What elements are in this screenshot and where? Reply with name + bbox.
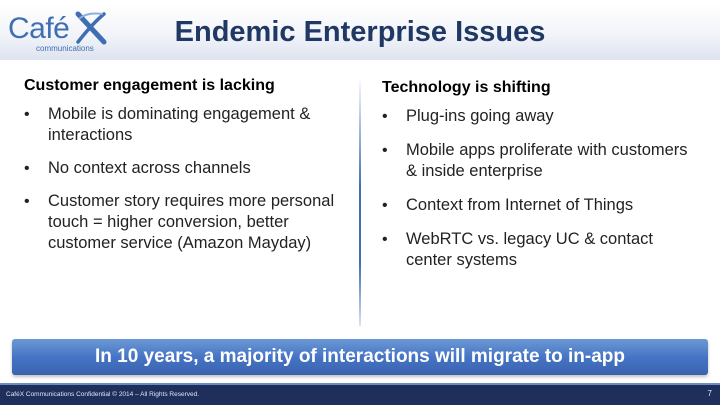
right-column: Technology is shifting • Plug-ins going a… (382, 76, 700, 284)
footer-rule (0, 383, 720, 385)
bullet-text: Mobile is dominating engagement & intera… (48, 105, 311, 144)
logo-wordmark: Café (8, 12, 70, 45)
left-heading: Customer engagement is lacking (24, 77, 275, 94)
bullet-dot-icon: • (382, 197, 388, 214)
bullet-dot-icon: • (382, 231, 388, 248)
logo-subtitle: communications (36, 44, 94, 53)
bullet-text: Customer story requires more personal to… (48, 192, 335, 252)
bullet-dot-icon: • (24, 193, 30, 210)
callout-banner: In 10 years, a majority of interactions … (12, 339, 708, 375)
bullet-dot-icon: • (24, 160, 30, 177)
list-item: • No context across channels (24, 158, 350, 179)
left-bullet-list: • Mobile is dominating engagement & inter… (24, 104, 350, 254)
footer-bar (0, 385, 720, 405)
list-item: • Mobile apps proliferate with customers … (382, 140, 700, 182)
list-item: • WebRTC vs. legacy UC & contact center s… (382, 229, 700, 271)
left-column: Customer engagement is lacking • Mobile i… (24, 76, 350, 266)
bullet-text: WebRTC vs. legacy UC & contact center sy… (406, 230, 653, 269)
bullet-text: No context across channels (48, 159, 251, 177)
header: Café communications Endemic Enterprise I… (0, 0, 720, 68)
cafex-logo: Café communications (6, 11, 116, 58)
bullet-text: Mobile apps proliferate with customers &… (406, 141, 688, 180)
column-divider (359, 76, 361, 326)
list-item: • Context from Internet of Things (382, 195, 700, 216)
banner-text: In 10 years, a majority of interactions … (94, 346, 626, 367)
bullet-dot-icon: • (382, 142, 388, 159)
bullet-text: Plug-ins going away (406, 107, 554, 125)
page-number: 7 (707, 389, 712, 398)
bullet-text: Context from Internet of Things (406, 196, 634, 214)
right-bullet-list: • Plug-ins going away • Mobile apps prolif… (382, 106, 700, 271)
list-item: • Customer story requires more personal t… (24, 191, 350, 254)
bullet-dot-icon: • (24, 106, 30, 123)
bullet-dot-icon: • (382, 108, 388, 125)
list-item: • Plug-ins going away (382, 106, 700, 127)
header-band (0, 4, 720, 60)
footer-confidential: CaféX Communications Confidential © 2014… (6, 391, 200, 398)
right-heading: Technology is shifting (382, 79, 551, 96)
slide-title: Endemic Enterprise Issues (174, 16, 546, 48)
logo-x-mark (75, 11, 107, 45)
list-item: • Mobile is dominating engagement & inter… (24, 104, 350, 146)
